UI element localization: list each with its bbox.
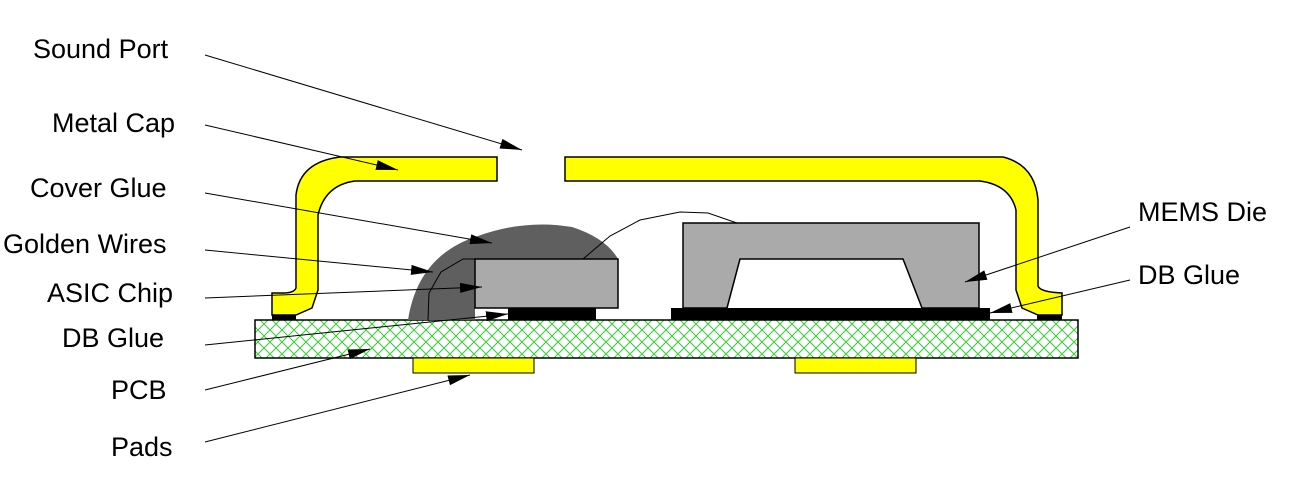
label-db-glue-right: DB Glue [1138,260,1240,290]
golden-wire-right [582,211,738,260]
arrow-sound-port [204,54,523,151]
arrow-pads [204,374,471,443]
arrow-pcb [204,348,371,391]
arrow-cover-glue [204,192,493,245]
label-asic-chip: ASIC Chip [47,278,173,308]
label-metal-cap: Metal Cap [52,108,175,138]
metal-cap-right [564,156,1063,316]
asic-chip [474,258,619,309]
metal-cap-left [271,156,498,316]
label-golden-wires: Golden Wires [3,229,167,259]
db-glue-asic [508,308,596,320]
label-db-glue-left: DB Glue [62,323,164,353]
pad-right [794,357,917,374]
cap-foot-right [1037,315,1062,320]
golden-wire-left [427,258,475,321]
label-mems-die: MEMS Die [1138,197,1267,227]
arrow-mems-die [964,226,1131,283]
label-pads: Pads [111,432,173,462]
arrow-golden-wires [204,249,434,275]
arrow-asic-chip [204,282,483,299]
pad-left [412,357,535,374]
arrow-metal-cap [204,124,399,171]
cover-glue [408,224,618,320]
cap-foot-left [272,315,296,320]
pcb [254,319,1079,359]
label-cover-glue: Cover Glue [30,173,167,203]
arrow-db-glue-right [989,279,1131,314]
db-glue-mems [671,308,990,320]
arrow-db-glue-left [204,311,509,346]
mems-die [682,222,980,309]
label-pcb: PCB [111,375,167,405]
leader-lines [204,54,1131,443]
label-sound-port: Sound Port [33,34,169,64]
